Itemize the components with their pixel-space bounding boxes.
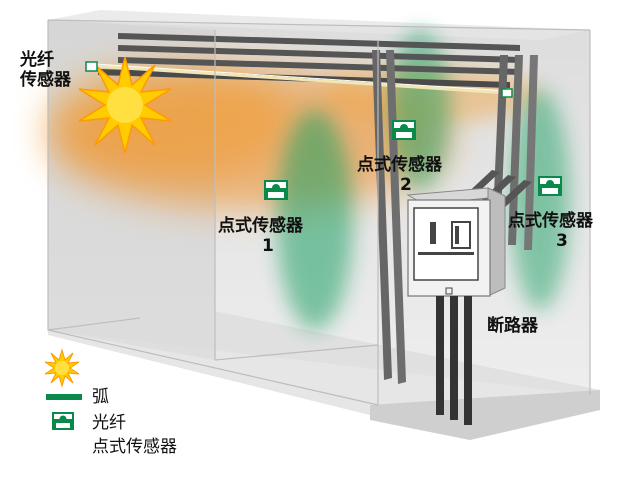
legend-fiber-label: 光纤 [92, 413, 126, 433]
legend-arc-icon [44, 348, 80, 388]
legend-point-sensor-label: 点式传感器 [92, 437, 177, 457]
fiber-sensor-label: 光纤 传感器 [20, 50, 71, 90]
point-sensor-1-label: 点式传感器 [218, 216, 303, 236]
arc-flash-icon [78, 56, 172, 154]
point-sensor-2-icon [392, 120, 416, 140]
legend-point-sensor-icon [52, 412, 74, 430]
legend-arc-label: 弧 [92, 387, 109, 407]
busbars [94, 33, 520, 95]
fiber-end-icon-2 [501, 88, 513, 98]
point-sensor-3-number: 3 [556, 231, 568, 251]
circuit-breaker [406, 187, 507, 425]
point-sensor-2-label: 点式传感器 [357, 155, 442, 175]
fiber-end-icon [85, 61, 98, 72]
point-sensor-3-label: 点式传感器 [508, 211, 593, 231]
point-sensor-2-number: 2 [400, 175, 412, 195]
point-sensor-1-number: 1 [262, 236, 274, 256]
cabinet-frame [47, 19, 591, 406]
breaker-label: 断路器 [487, 316, 538, 336]
legend-fiber-icon [46, 394, 82, 400]
point-sensor-1-icon [264, 180, 288, 200]
point-sensor-3-icon [538, 176, 562, 196]
